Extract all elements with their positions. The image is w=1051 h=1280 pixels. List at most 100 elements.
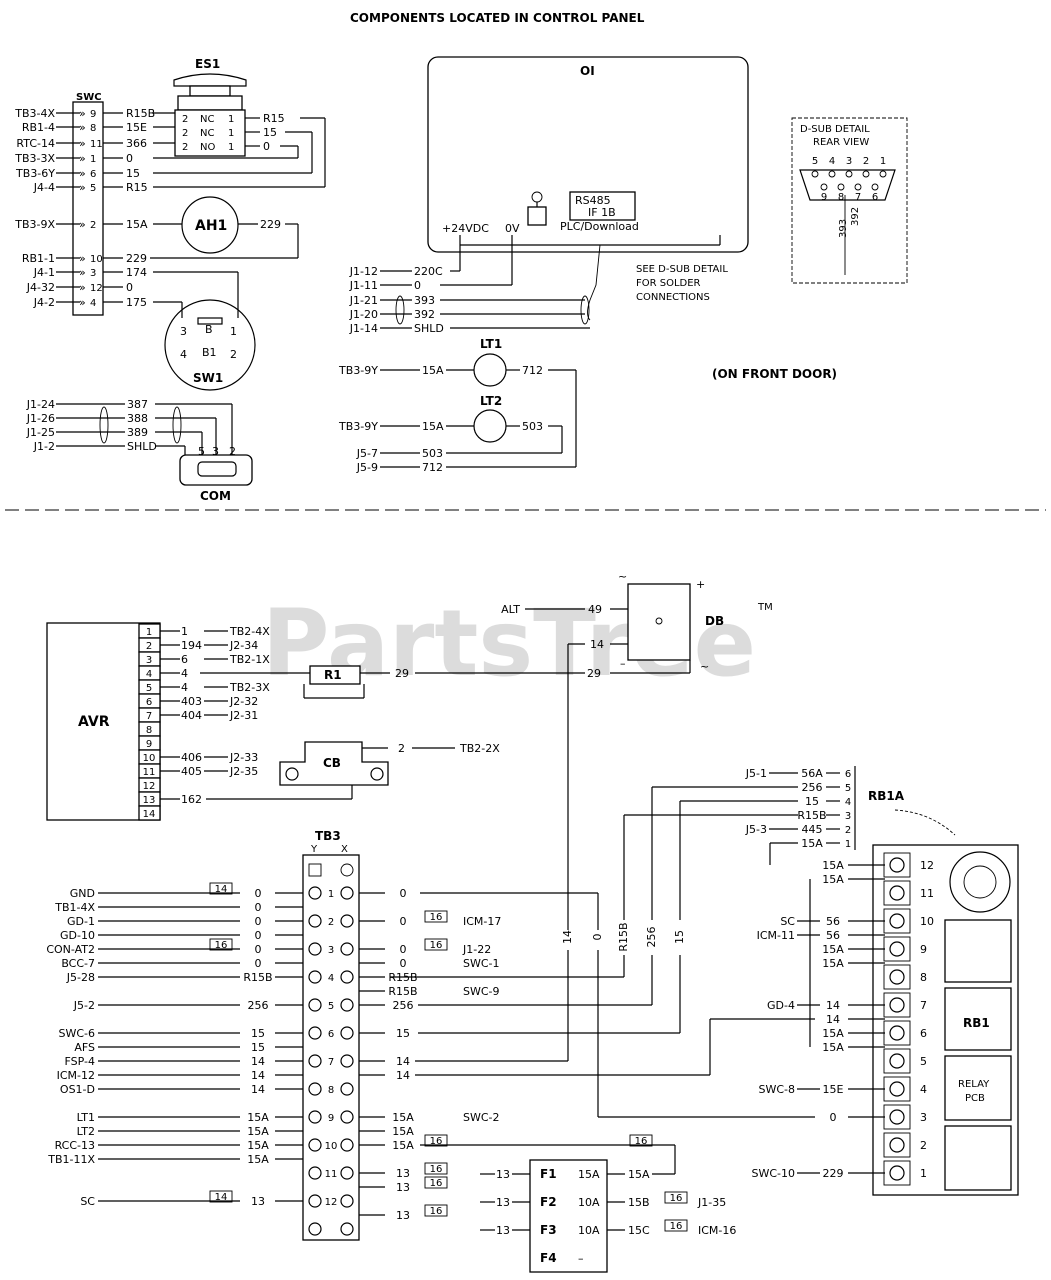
db-wire-14: 14: [590, 638, 604, 651]
rb1-terminal-number: 6: [920, 1027, 927, 1040]
avr-wire: 4: [181, 667, 188, 680]
cb-breaker: CB: [279, 741, 389, 786]
wire-badge-label: 16: [430, 912, 443, 923]
svg-text:RB1: RB1: [963, 1016, 990, 1030]
swc-row-source: TB3-9X: [14, 218, 55, 231]
avr-wire: 194: [181, 639, 202, 652]
rb1-wire: 15A: [822, 957, 844, 970]
svg-text:PCB: PCB: [965, 1093, 985, 1104]
svg-text:0V: 0V: [505, 222, 520, 235]
tb3-screw-x: [340, 914, 354, 928]
svg-text:B1: B1: [202, 346, 217, 359]
rb1-screw: [889, 1025, 905, 1041]
rb1a-wire: 15: [805, 795, 819, 808]
tb3-left-wire: 15A: [247, 1125, 269, 1138]
rb1a-connector-icon: [949, 851, 1011, 913]
swc-pin-arrow: »: [79, 137, 86, 150]
wire-badge-label: 16: [635, 1136, 648, 1147]
watermark-trademark: TM: [757, 602, 773, 613]
swc-row-wire: 366: [126, 137, 147, 150]
swc-row-source: J4-32: [26, 281, 55, 294]
svg-text:1: 1: [230, 325, 237, 338]
avr-pin-number: 6: [146, 697, 152, 708]
swc-row-source: J4-2: [33, 296, 55, 309]
tb3-left-source: CON-AT2: [46, 943, 95, 956]
rb1-wire: 56: [826, 929, 840, 942]
wire-badge: [424, 1176, 448, 1189]
swc-pin-number: 1: [90, 154, 96, 165]
rb1-source: SWC-8: [758, 1083, 795, 1096]
dsub-pin-number: 3: [846, 156, 852, 167]
svg-text:2: 2: [229, 445, 236, 458]
db-wire-29: 29: [587, 667, 601, 680]
wire-badge-label: 14: [215, 884, 228, 895]
rb1-screw: [889, 1053, 905, 1069]
rb1a-wire: 256: [802, 781, 823, 794]
avr-pin-number: 12: [143, 781, 156, 792]
tb3-left-source: LT1: [77, 1111, 95, 1124]
rb1-terminal-box: [883, 1132, 911, 1158]
tb3-terminal-number: 7: [328, 1057, 334, 1068]
dsub-pin: [879, 170, 887, 178]
rb1-terminal-number: 11: [920, 887, 934, 900]
tb3-terminal-number: 12: [325, 1197, 338, 1208]
rb1-terminal-number: 3: [920, 1111, 927, 1124]
fuse-out-wire: 15C: [628, 1224, 650, 1237]
oi-row-wire: 0: [414, 279, 421, 292]
tb3-right-dest: SWC-9: [463, 985, 500, 998]
rb1-screw: [889, 1109, 905, 1125]
swc-label: SWC: [76, 92, 102, 103]
oi-row-wire: 392: [414, 308, 435, 321]
tb3-left-source: J5-2: [73, 999, 95, 1012]
wire-badge: [424, 910, 448, 923]
ground-terminal: [527, 206, 547, 226]
rb1-terminal-box: [883, 880, 911, 906]
avr-pin-number: 1: [146, 627, 152, 638]
svg-text:CONNECTIONS: CONNECTIONS: [636, 292, 710, 303]
fuse-name: F3: [540, 1223, 557, 1237]
com-row-wire: 387: [127, 398, 148, 411]
tb3-marker: [308, 863, 322, 877]
rb1-terminal-number: 2: [920, 1139, 927, 1152]
svg-text:LT1: LT1: [480, 337, 502, 351]
swc-row-wire: R15B: [126, 107, 155, 120]
rb1-wire: 14: [826, 999, 840, 1012]
rb1-screw: [889, 969, 905, 985]
svg-text:REAR VIEW: REAR VIEW: [813, 137, 869, 148]
vertical-wire-label: 0: [591, 934, 604, 941]
tb3-right-wire: 15: [396, 1027, 410, 1040]
tb3-marker: [340, 863, 354, 877]
tb3-terminal-number: 2: [328, 917, 334, 928]
tb3-terminal-number: 8: [328, 1085, 334, 1096]
lt-source: TB3-9Y: [338, 420, 378, 433]
fuse-dest: J1-35: [697, 1196, 726, 1209]
swc-row-source: RB1-4: [22, 121, 55, 134]
tb3-screw-x: [340, 1222, 354, 1236]
cb-body: [279, 741, 389, 786]
avr-pin-number: 3: [146, 655, 152, 666]
svg-text:~: ~: [700, 660, 709, 673]
swc-pin-number: 9: [90, 109, 96, 120]
tb3-screw-x: [340, 886, 354, 900]
wire-badge-label: 16: [670, 1193, 683, 1204]
vertical-wire-label: 256: [645, 927, 658, 948]
sw1-label: SW1: [193, 371, 223, 385]
tb3-screw-y: [308, 1082, 322, 1096]
tb3-terminal-number: 9: [328, 1113, 334, 1124]
tb3-left-source: RCC-13: [55, 1139, 95, 1152]
svg-text:FOR SOLDER: FOR SOLDER: [636, 278, 701, 289]
swc-row-wire: 0: [126, 152, 133, 165]
tb3-screw-y: [308, 1138, 322, 1152]
es1-pin: 2: [182, 114, 188, 125]
r1-resistor: R1: [303, 665, 365, 699]
rb1-wire: 14: [826, 1013, 840, 1026]
tb3-terminal-number: 6: [328, 1029, 334, 1040]
rb1-wire: 15A: [822, 1041, 844, 1054]
svg-text:LT2: LT2: [480, 394, 502, 408]
tb3-left-source: TB1-11X: [47, 1153, 95, 1166]
dsub-pin-number: 1: [880, 156, 886, 167]
tb3-screw-y: [308, 1110, 322, 1124]
swc-pin-arrow: »: [79, 296, 86, 309]
